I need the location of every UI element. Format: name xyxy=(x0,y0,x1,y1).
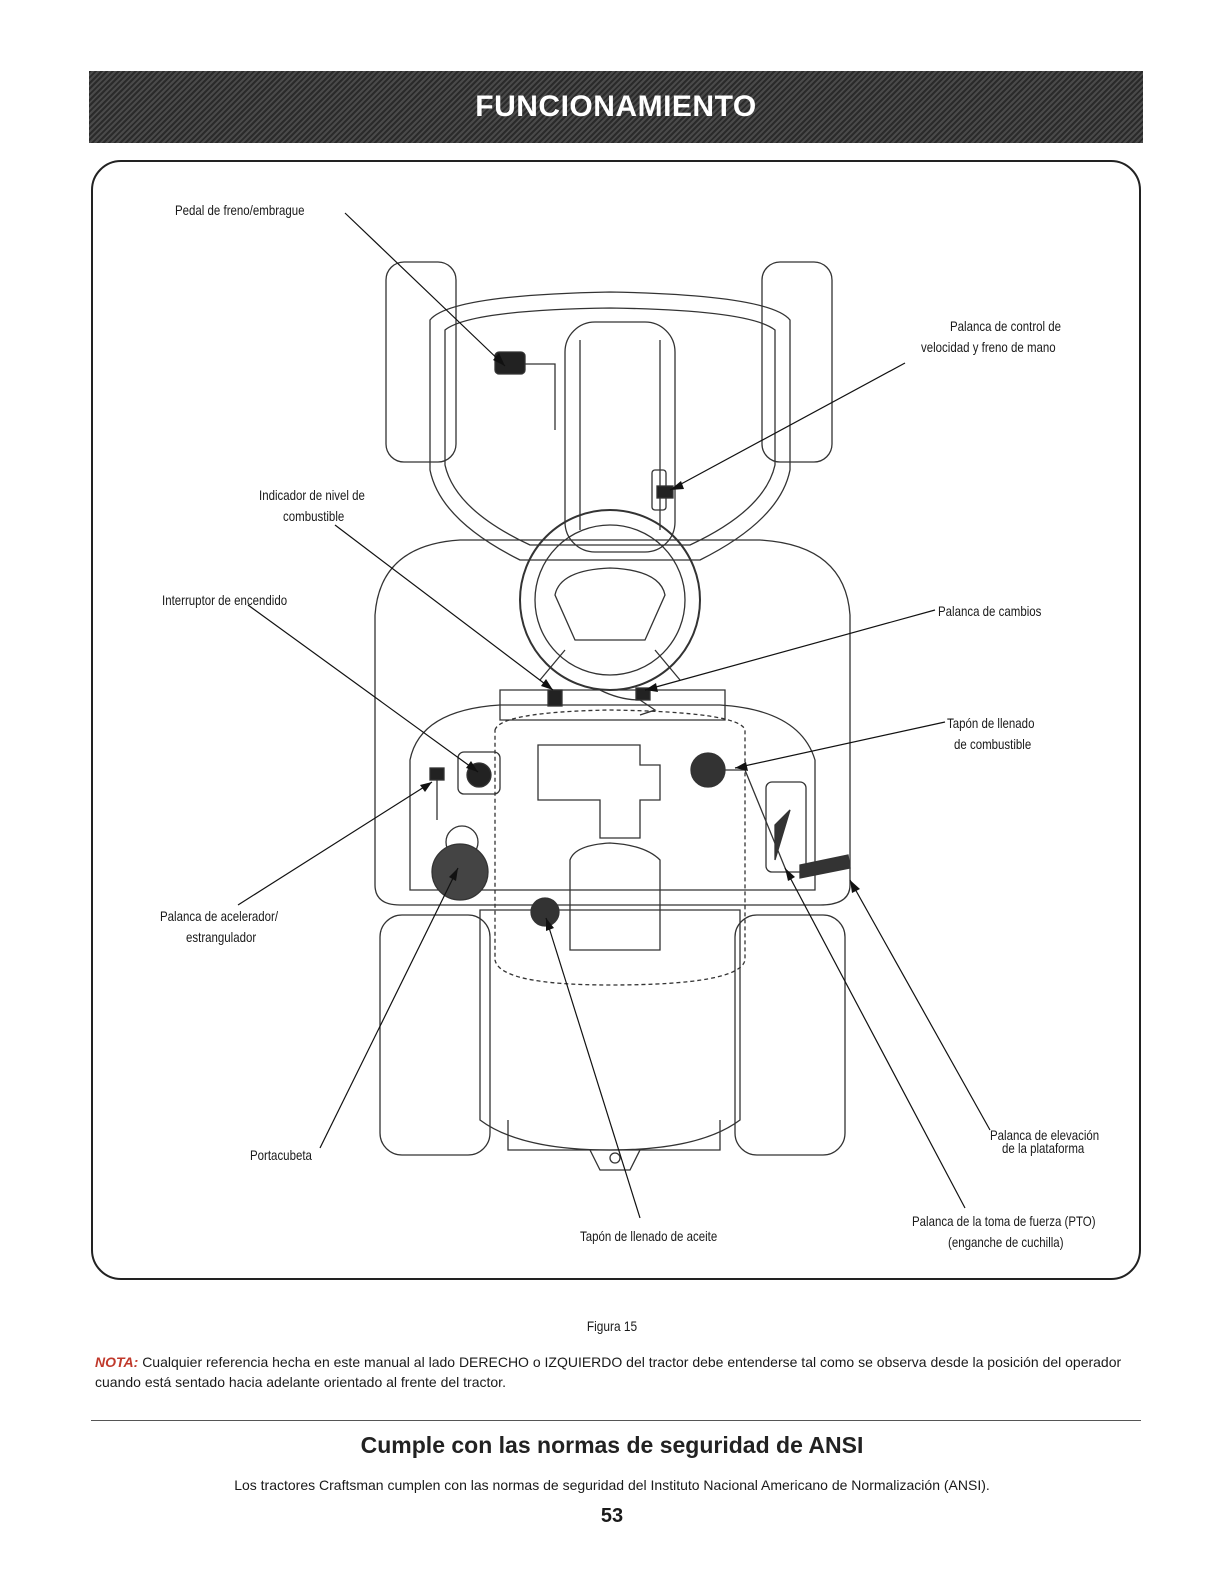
label-cupholder: Portacubeta xyxy=(250,1147,312,1163)
label-deck-lift-line1: Palanca de elevación xyxy=(990,1127,1100,1143)
section-title: Cumple con las normas de seguridad de AN… xyxy=(360,1432,864,1458)
page-number: 53 xyxy=(600,1505,624,1527)
label-fuel-gauge-line1: Indicador de nivel de xyxy=(259,487,365,503)
label-throttle-line2: estrangulador xyxy=(186,929,257,945)
label-pto-line1: Palanca de la toma de fuerza (PTO) xyxy=(912,1213,1096,1229)
label-fuel-gauge-line2: combustible xyxy=(283,508,345,524)
label-oil-cap: Tapón de llenado de aceite xyxy=(580,1228,718,1244)
section-banner-title: FUNCIONAMIENTO xyxy=(475,90,757,123)
note-text: Cualquier referencia hecha en este manua… xyxy=(95,1354,1122,1390)
label-fuel-cap-line2: de combustible xyxy=(954,736,1032,752)
label-speed-lever-line1: Palanca de control de xyxy=(950,318,1062,334)
label-ignition: Interruptor de encendido xyxy=(162,592,288,608)
section-divider xyxy=(91,1420,1141,1421)
figure-caption: Figura 15 xyxy=(586,1318,638,1334)
section-banner: FUNCIONAMIENTO xyxy=(89,71,1143,143)
section-body: Los tractores Craftsman cumplen con las … xyxy=(234,1477,990,1493)
label-pto-line2: (enganche de cuchilla) xyxy=(948,1234,1064,1250)
label-brake-pedal: Pedal de freno/embrague xyxy=(175,202,305,218)
label-throttle-line1: Palanca de acelerador/ xyxy=(160,908,279,924)
note-label: NOTA: xyxy=(95,1354,139,1370)
label-shift-lever: Palanca de cambios xyxy=(938,603,1042,619)
label-deck-lift-line2: de la plataforma xyxy=(1002,1140,1085,1156)
label-speed-lever-line2: velocidad y freno de mano xyxy=(921,339,1056,355)
label-fuel-cap-line1: Tapón de llenado xyxy=(947,715,1035,731)
figure-frame xyxy=(91,160,1141,1280)
note-paragraph: NOTA: Cualquier referencia hecha en este… xyxy=(95,1352,1125,1392)
